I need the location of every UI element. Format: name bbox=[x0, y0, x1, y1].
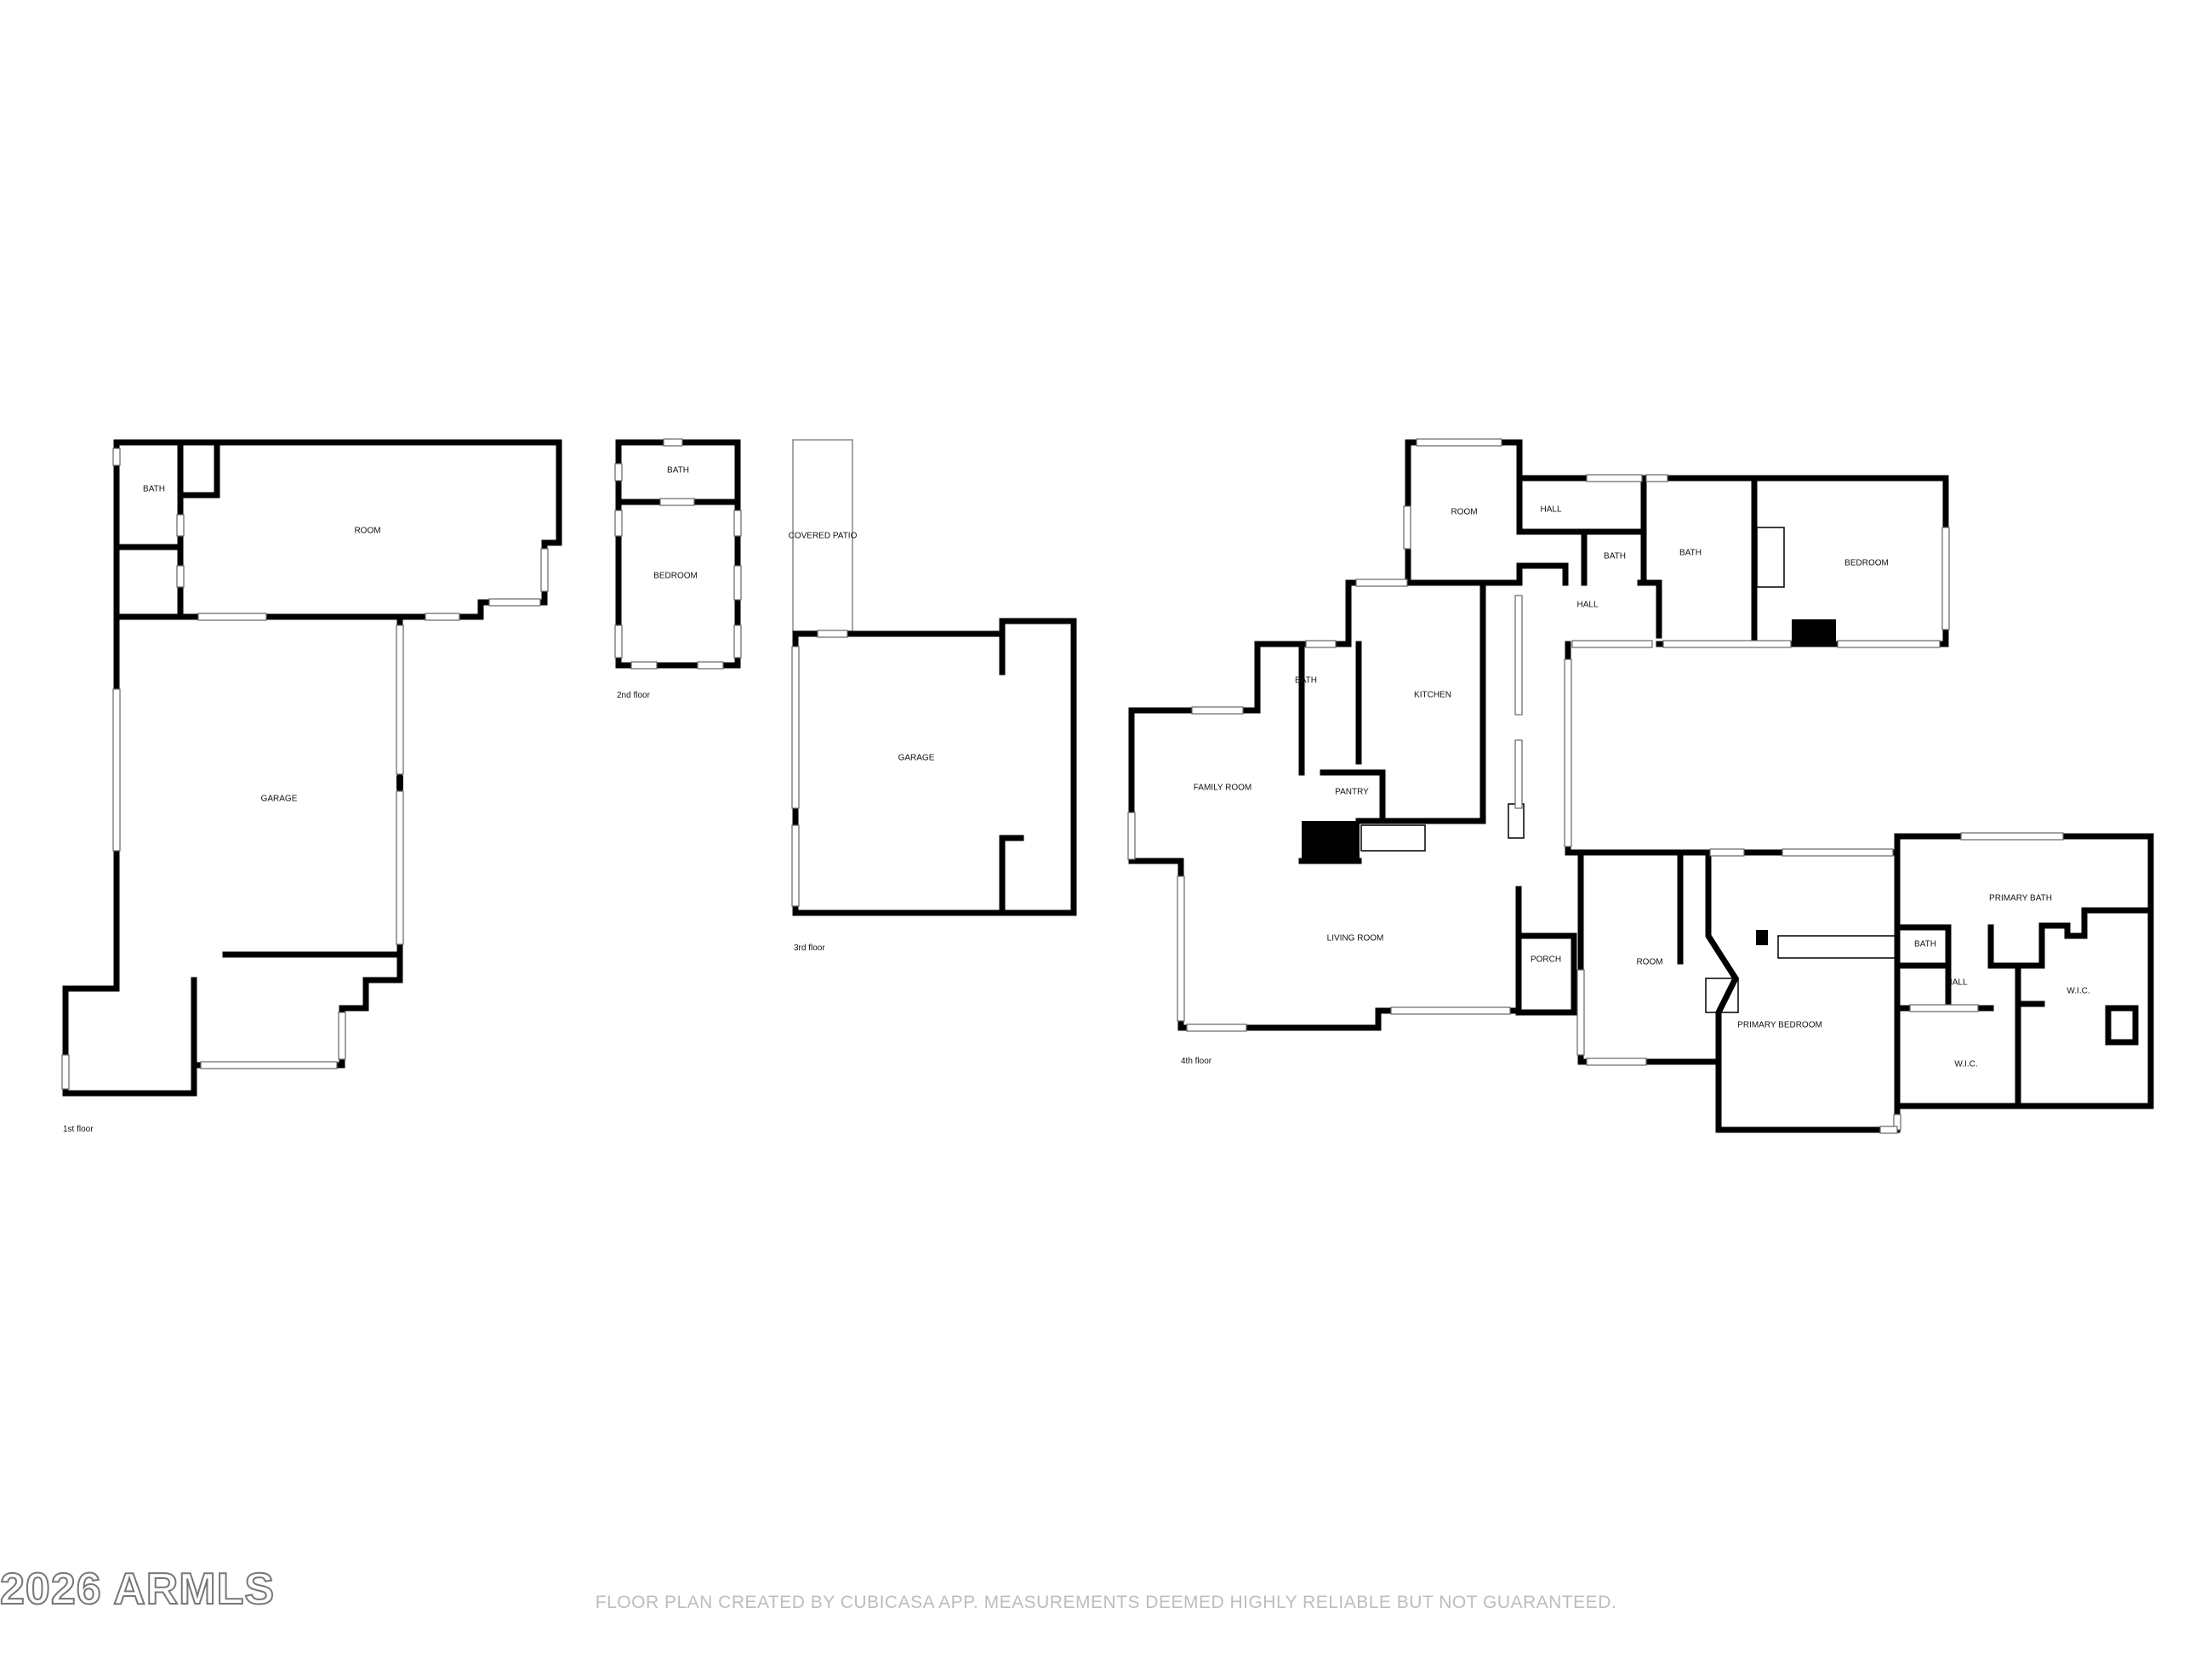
fourth-floor-room-mid-label: ROOM bbox=[1636, 958, 1662, 967]
fourth-floor-porch-label: PORCH bbox=[1531, 955, 1561, 965]
third-floor-plan: COVERED PATIO GARAGE 3rd floor bbox=[789, 439, 1077, 953]
fourth-floor-wic-left-label: W.I.C. bbox=[1954, 1060, 1977, 1069]
second-floor-bedroom-label: BEDROOM bbox=[653, 572, 698, 581]
third-floor-covered-patio-label: COVERED PATIO bbox=[789, 532, 858, 541]
fourth-floor-bath-primary-label: BATH bbox=[1914, 940, 1936, 949]
fourth-floor-hall-primary-label: HALL bbox=[1946, 978, 1967, 988]
fourth-floor-kitchen-label: KITCHEN bbox=[1414, 691, 1451, 700]
footer-disclaimer: FLOOR PLAN CREATED BY CUBICASA APP. MEAS… bbox=[595, 1593, 1617, 1612]
first-floor-plan: BATH ROOM GARAGE 1st floor bbox=[61, 439, 562, 1134]
fourth-floor-room-top-label: ROOM bbox=[1451, 508, 1477, 517]
second-floor-label: 2nd floor bbox=[617, 691, 651, 700]
fourth-floor-hall-mid-label: HALL bbox=[1576, 601, 1598, 610]
fourth-floor-wic-right-label: W.I.C. bbox=[2067, 987, 2089, 996]
second-floor-bath-label: BATH bbox=[667, 466, 689, 476]
fourth-floor-primary-bath-label: PRIMARY BATH bbox=[1989, 894, 2052, 904]
fourth-floor-primary-bedroom-label: PRIMARY BEDROOM bbox=[1737, 1021, 1822, 1030]
first-floor-bath-label: BATH bbox=[143, 485, 165, 494]
fourth-floor-bath-left-label: BATH bbox=[1295, 676, 1317, 686]
fourth-floor-bath-small-label: BATH bbox=[1604, 552, 1626, 562]
copyright-watermark: 2026 ARMLS bbox=[0, 1564, 276, 1615]
fourth-floor-label: 4th floor bbox=[1181, 1057, 1212, 1066]
fourth-floor-hall-top-label: HALL bbox=[1540, 505, 1561, 515]
first-floor-room-label: ROOM bbox=[354, 527, 380, 536]
fourth-floor-family-room-label: FAMILY ROOM bbox=[1194, 784, 1252, 793]
fourth-floor-living-room-label: LIVING ROOM bbox=[1327, 934, 1384, 944]
fourth-floor-bedroom-label: BEDROOM bbox=[1844, 559, 1889, 568]
fourth-floor-plan: ROOM HALL BATH BATH BEDROOM HALL BATH KI… bbox=[1127, 438, 2154, 1134]
first-floor-garage-label: GARAGE bbox=[261, 795, 298, 804]
second-floor-plan: BATH BEDROOM 2nd floor bbox=[614, 438, 742, 700]
first-floor-label: 1st floor bbox=[63, 1125, 94, 1134]
fourth-floor-pantry-label: PANTRY bbox=[1335, 788, 1369, 797]
fourth-floor-bath-mid-label: BATH bbox=[1679, 549, 1702, 558]
third-floor-label: 3rd floor bbox=[794, 944, 825, 953]
third-floor-garage-label: GARAGE bbox=[898, 754, 935, 763]
